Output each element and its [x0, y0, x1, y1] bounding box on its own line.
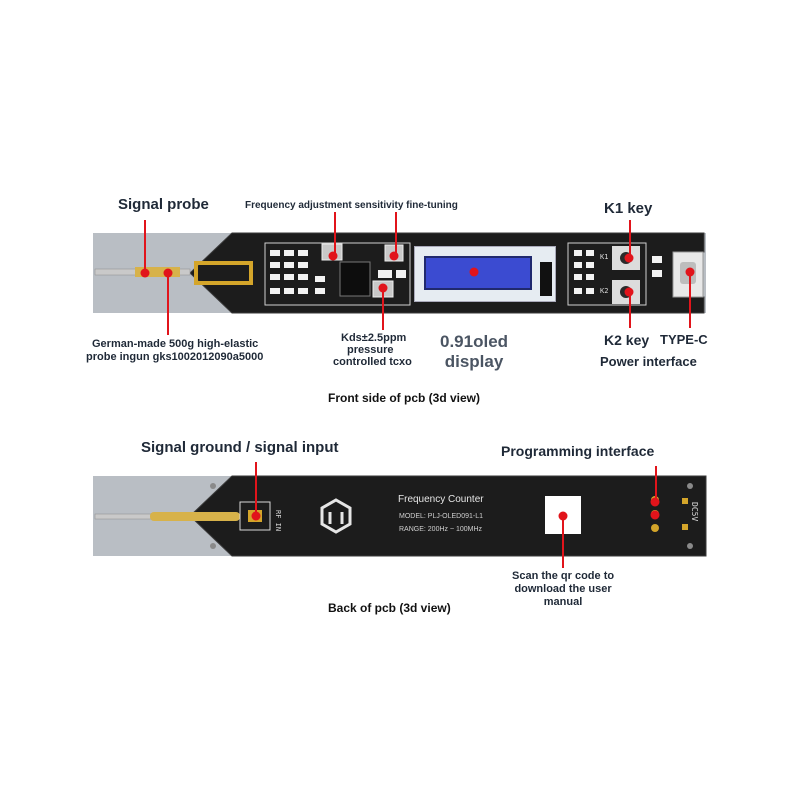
tcxo-line1: Kds±2.5ppm — [341, 332, 407, 344]
programming-leader-line — [655, 466, 657, 502]
qr-line2: download the user — [514, 583, 612, 595]
rf-in-silk: RF IN — [274, 510, 282, 532]
k2-leader-line — [629, 292, 631, 328]
probe-desc-leader-line — [167, 273, 169, 335]
oled-description: 0.91oled display — [440, 332, 508, 372]
signal-probe-label: Signal probe — [118, 196, 209, 213]
back-caption: Back of pcb (3d view) — [328, 601, 451, 615]
oled-marker — [469, 267, 479, 277]
board-model: MODEL: PLJ-OLED091-L1 — [399, 513, 484, 520]
qr-description: Scan the qr code to download the user ma… — [512, 570, 614, 609]
k1-leader-line — [629, 220, 631, 258]
k2-silk-label: K2 — [600, 287, 609, 295]
tcxo-description: Kds±2.5ppm pressure controlled tcxo — [333, 332, 412, 368]
qr-line1: Scan the qr code to — [512, 570, 615, 582]
type-c-label: TYPE-C — [660, 332, 708, 347]
programming-interface-label: Programming interface — [501, 443, 655, 459]
probe-description-line2: probe ingun gks1002012090a5000 — [86, 351, 264, 363]
freq-adjust-leader-1 — [334, 212, 336, 256]
back-pcb-view: RF IN DC5V Frequency Counter MODEL: PLJ-… — [0, 420, 800, 800]
freq-adjust-leader-2 — [395, 212, 397, 256]
probe-marker — [140, 268, 150, 278]
signal-ground-leader-line — [255, 462, 257, 516]
oled-line1: 0.91oled — [440, 332, 509, 351]
tcxo-line3: controlled tcxo — [333, 356, 412, 368]
logo — [320, 498, 352, 534]
k2-key-label: K2 key — [604, 332, 650, 348]
front-caption: Front side of pcb (3d view) — [328, 391, 481, 405]
type-c-leader-line — [689, 272, 691, 328]
k1-marker — [624, 253, 634, 263]
k1-silk-label: K1 — [600, 253, 609, 261]
programming-marker-1 — [650, 497, 660, 507]
probe-description-line1: German-made 500g high-elastic — [92, 338, 259, 350]
oled-flex-cable — [540, 262, 552, 296]
qr-leader-line — [562, 516, 564, 568]
board-range: RANGE: 200Hz ~ 100MHz — [399, 526, 483, 533]
probe-leader-line — [144, 220, 146, 272]
front-pcb-view: K1 K2 Signal probe Frequency adjustment … — [86, 196, 708, 405]
oled-line2: display — [444, 352, 504, 371]
dc5v-silk: DC5V — [690, 502, 699, 522]
board-title: Frequency Counter — [398, 494, 484, 505]
freq-adjust-marker-2 — [389, 251, 399, 261]
signal-ground-label: Signal ground / signal input — [141, 439, 339, 456]
back-board — [94, 475, 707, 557]
freq-adjust-label: Frequency adjustment sensitivity fine-tu… — [245, 200, 458, 211]
tcxo-leader-line — [382, 288, 384, 330]
k1-key-label: K1 key — [604, 200, 653, 217]
freq-adjust-marker-1 — [328, 251, 338, 261]
programming-marker-2 — [650, 510, 660, 520]
probe-description: German-made 500g high-elastic probe ingu… — [86, 338, 263, 364]
tcxo-line2: pressure — [347, 344, 394, 356]
qr-line3: manual — [543, 596, 583, 608]
oled-screen — [424, 256, 532, 290]
power-interface-label: Power interface — [600, 354, 697, 369]
signal-ground-marker — [251, 511, 261, 521]
